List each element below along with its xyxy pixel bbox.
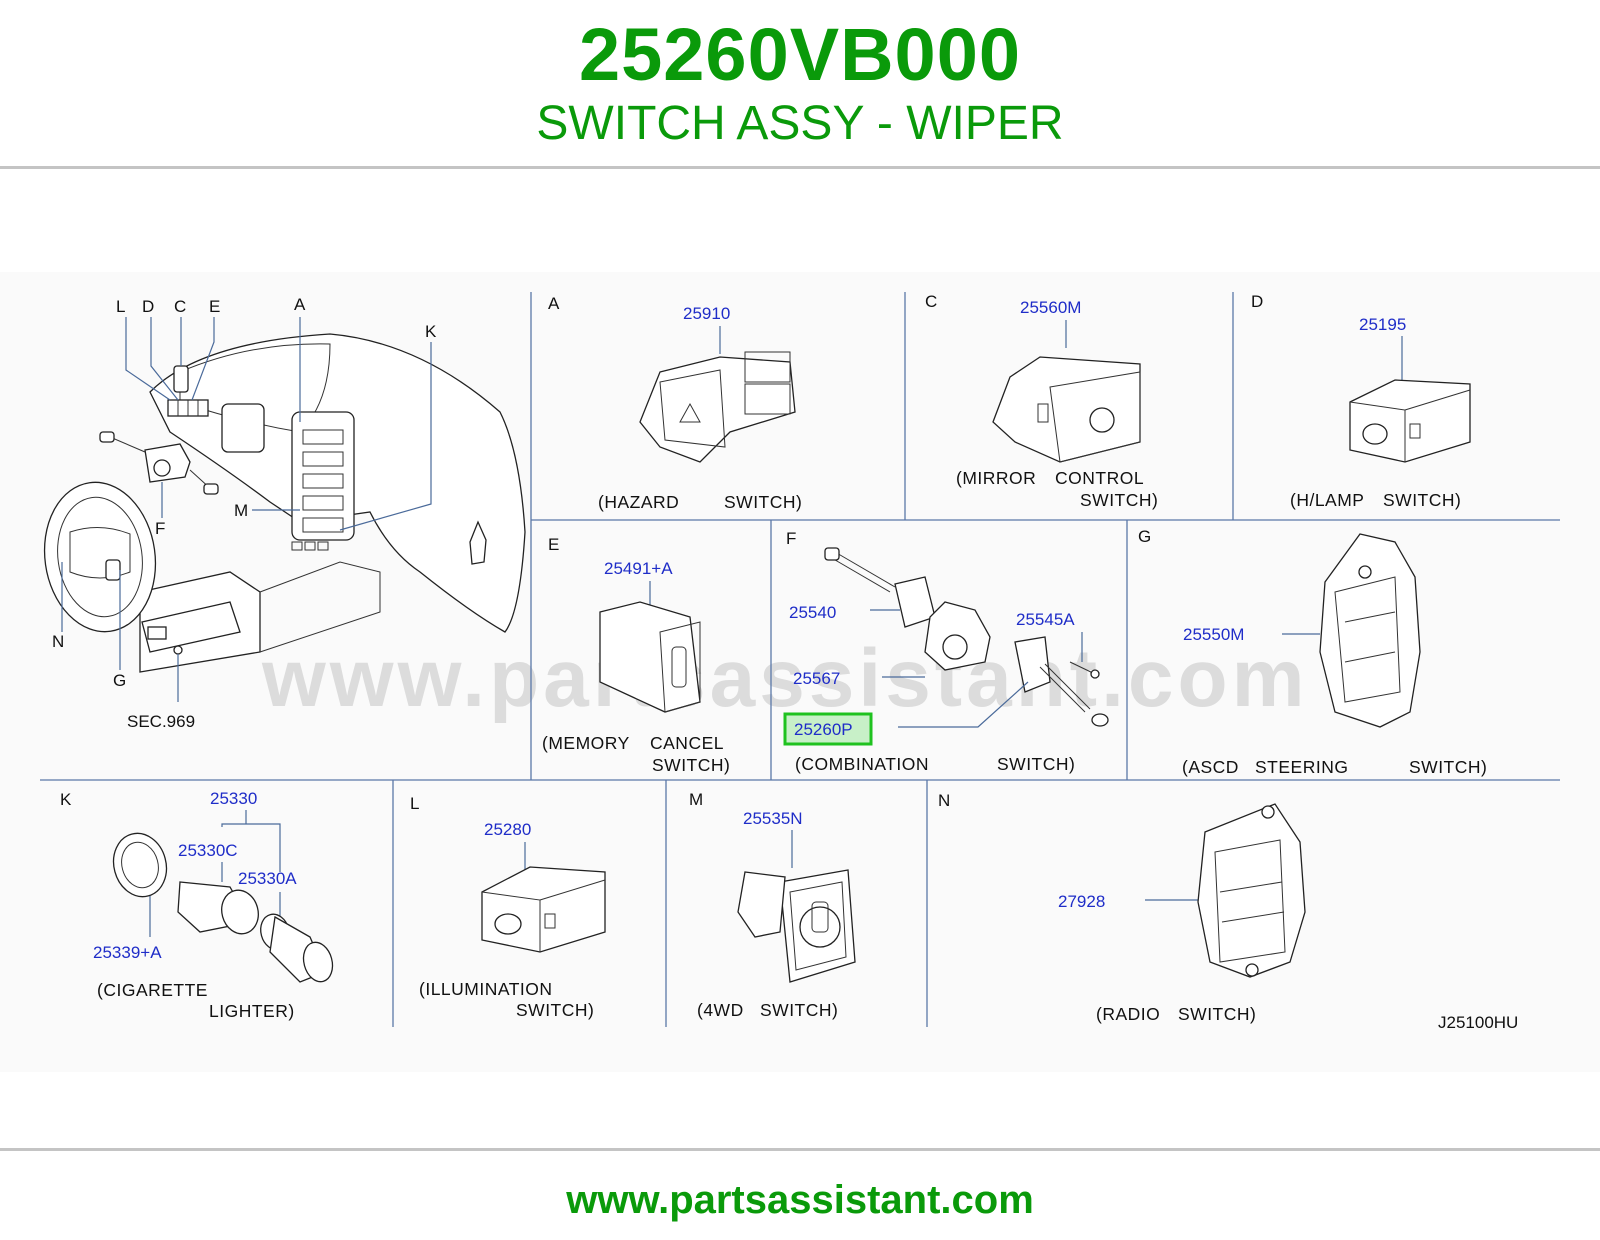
dashboard-overview [43, 317, 526, 702]
section-k-label-1: (CIGARETTE [97, 980, 208, 1000]
callout-e: E [209, 297, 220, 316]
section-g-label-2: STEERING [1255, 757, 1348, 777]
part-number-title: 25260VB000 [578, 13, 1022, 96]
section-m-label-1: (4WD [697, 1000, 744, 1020]
part-25339a[interactable]: 25339+A [93, 943, 162, 962]
section-g-label-3: SWITCH) [1409, 757, 1487, 777]
callout-a: A [294, 295, 306, 314]
section-n-label-2: SWITCH) [1178, 1004, 1256, 1024]
section-f-letter: F [786, 529, 796, 548]
callout-c: C [174, 297, 186, 316]
section-k-letter: K [60, 790, 72, 809]
callout-n: N [52, 632, 64, 651]
section-c-label-1: (MIRROR [956, 468, 1036, 488]
footer-divider [0, 1148, 1600, 1151]
section-d-label-2: SWITCH) [1383, 490, 1461, 510]
part-25195[interactable]: 25195 [1359, 315, 1406, 334]
part-25330c[interactable]: 25330C [178, 841, 238, 860]
parts-diagram: www.partsassistant.com [0, 272, 1600, 1072]
hlamp-switch-drawing [1349, 379, 1471, 463]
section-g-letter: G [1138, 527, 1151, 546]
section-e-letter: E [548, 535, 559, 554]
mirror-control-switch-drawing [992, 356, 1141, 463]
ascd-steering-switch-drawing [1319, 533, 1421, 728]
section-d-label-1: (H/LAMP [1290, 490, 1364, 510]
section-m-letter: M [689, 790, 703, 809]
section-e-label-1: (MEMORY [542, 733, 630, 753]
part-25260p-highlighted[interactable]: 25260P [794, 720, 853, 739]
part-25545a[interactable]: 25545A [1016, 610, 1075, 629]
part-25491a[interactable]: 25491+A [604, 559, 673, 578]
part-25550m[interactable]: 25550M [1183, 625, 1244, 644]
section-grid [40, 292, 1560, 1027]
cigarette-lighter-drawing [112, 832, 334, 983]
sec-reference: SEC.969 [127, 712, 195, 731]
section-a-label-1: (HAZARD [598, 492, 679, 512]
section-e-label-2: CANCEL [650, 733, 724, 753]
callout-l: L [116, 297, 125, 316]
section-g-label-1: (ASCD [1182, 757, 1239, 777]
section-a-letter: A [548, 294, 560, 313]
section-a-label-2: SWITCH) [724, 492, 802, 512]
section-c-label-2: CONTROL [1055, 468, 1144, 488]
section-l-letter: L [410, 794, 419, 813]
section-n-letter: N [938, 791, 950, 810]
watermark: www.partsassistant.com [261, 633, 1309, 724]
part-name-title: SWITCH ASSY - WIPER [536, 97, 1064, 150]
section-k-label-2: LIGHTER) [209, 1001, 295, 1021]
part-25280[interactable]: 25280 [484, 820, 531, 839]
callout-f: F [155, 519, 165, 538]
section-n-label-1: (RADIO [1096, 1004, 1160, 1024]
callout-d: D [142, 297, 154, 316]
section-e-label-3: SWITCH) [652, 755, 730, 775]
header-divider [0, 166, 1600, 169]
section-f-label-2: SWITCH) [997, 754, 1075, 774]
section-l-label-2: SWITCH) [516, 1000, 594, 1020]
section-l-label-1: (ILLUMINATION [419, 979, 553, 999]
section-m-label-2: SWITCH) [760, 1000, 838, 1020]
hazard-switch-drawing [639, 351, 796, 463]
section-c-label-3: SWITCH) [1080, 490, 1158, 510]
part-25567[interactable]: 25567 [793, 669, 840, 688]
part-25560m[interactable]: 25560M [1020, 298, 1081, 317]
part-25330a[interactable]: 25330A [238, 869, 297, 888]
callout-k: K [425, 322, 437, 341]
section-f-label-1: (COMBINATION [795, 754, 929, 774]
combination-switch-drawing [824, 547, 1109, 727]
drawing-code: J25100HU [1438, 1013, 1518, 1032]
illumination-switch-drawing [481, 866, 606, 953]
4wd-switch-drawing [737, 869, 856, 983]
footer-url[interactable]: www.partsassistant.com [566, 1178, 1034, 1222]
section-c-letter: C [925, 292, 937, 311]
memory-cancel-switch-drawing [599, 601, 701, 713]
callout-g: G [113, 671, 126, 690]
part-25535n[interactable]: 25535N [743, 809, 803, 828]
callout-m: M [234, 501, 248, 520]
part-27928[interactable]: 27928 [1058, 892, 1105, 911]
highlight-box [783, 712, 873, 746]
part-25330[interactable]: 25330 [210, 789, 257, 808]
part-25910[interactable]: 25910 [683, 304, 730, 323]
part-25540[interactable]: 25540 [789, 603, 836, 622]
radio-switch-drawing [1197, 803, 1306, 978]
section-d-letter: D [1251, 292, 1263, 311]
